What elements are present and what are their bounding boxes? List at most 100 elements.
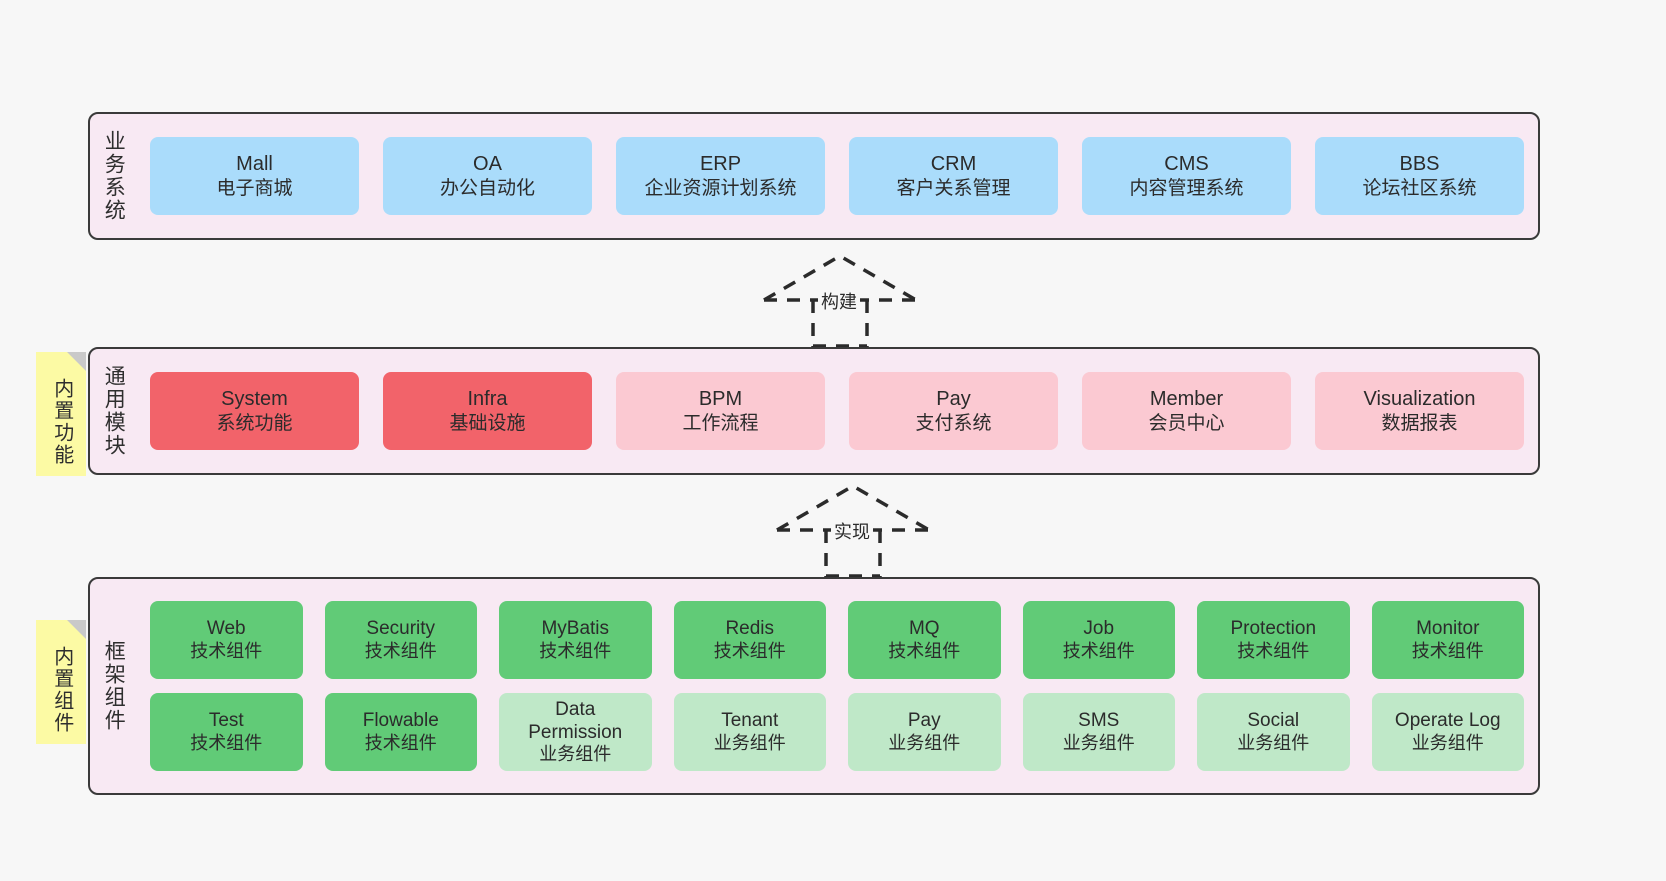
- layer-body-business: Mall 电子商城 OA 办公自动化 ERP 企业资源计划系统 CRM 客户关系…: [136, 114, 1538, 238]
- node-title: Security: [366, 618, 436, 640]
- node-operate-log[interactable]: Operate Log 业务组件: [1371, 693, 1524, 771]
- node-subtitle: 业务组件: [888, 732, 961, 753]
- node-title: CMS: [1164, 153, 1209, 176]
- node-visualization[interactable]: Visualization 数据报表: [1315, 372, 1524, 450]
- node-subtitle: 技术组件: [1237, 640, 1310, 661]
- node-mybatis[interactable]: MyBatis 技术组件: [499, 601, 652, 679]
- node-subtitle: 技术组件: [364, 640, 437, 661]
- framework-business-row: Test 技术组件 Flowable 技术组件 Data Permission …: [150, 693, 1524, 771]
- node-title: Tenant: [721, 710, 779, 732]
- node-title: CRM: [930, 153, 977, 176]
- node-crm[interactable]: CRM 客户关系管理: [849, 137, 1058, 215]
- node-subtitle: 论坛社区系统: [1362, 177, 1477, 199]
- node-subtitle: 支付系统: [915, 412, 992, 434]
- node-pay-module[interactable]: Pay 支付系统: [849, 372, 1058, 450]
- node-monitor[interactable]: Monitor 技术组件: [1371, 601, 1524, 679]
- node-subtitle: 技术组件: [190, 732, 263, 753]
- node-subtitle: 业务组件: [1411, 732, 1484, 753]
- node-infra[interactable]: Infra 基础设施: [383, 372, 592, 450]
- node-web[interactable]: Web 技术组件: [150, 601, 303, 679]
- node-social[interactable]: Social 业务组件: [1197, 693, 1350, 771]
- node-title: System: [221, 388, 288, 411]
- business-node-row: Mall 电子商城 OA 办公自动化 ERP 企业资源计划系统 CRM 客户关系…: [150, 137, 1524, 215]
- node-subtitle: 技术组件: [1411, 640, 1484, 661]
- connector-build: 构建: [750, 248, 930, 348]
- node-title: Visualization: [1363, 388, 1476, 411]
- node-oa[interactable]: OA 办公自动化: [383, 137, 592, 215]
- node-title: OA: [473, 153, 502, 176]
- node-bbs[interactable]: BBS 论坛社区系统: [1315, 137, 1524, 215]
- node-subtitle: 系统功能: [216, 412, 293, 434]
- node-title: Protection: [1230, 618, 1317, 640]
- node-subtitle: 业务组件: [539, 744, 612, 765]
- node-subtitle: 技术组件: [713, 640, 786, 661]
- node-title: SMS: [1078, 710, 1120, 732]
- node-security[interactable]: Security 技术组件: [324, 601, 477, 679]
- connector-build-label: 构建: [818, 288, 860, 314]
- layer-label-modules: 通用模块: [102, 365, 126, 457]
- node-title: Data Permission: [528, 698, 623, 744]
- node-subtitle: 电子商城: [216, 177, 293, 199]
- node-subtitle: 技术组件: [1062, 640, 1135, 661]
- node-title: Member: [1149, 388, 1224, 411]
- node-bpm[interactable]: BPM 工作流程: [616, 372, 825, 450]
- node-subtitle: 基础设施: [449, 412, 526, 434]
- node-subtitle: 技术组件: [190, 640, 263, 661]
- node-job[interactable]: Job 技术组件: [1022, 601, 1175, 679]
- node-subtitle: 工作流程: [682, 412, 759, 434]
- layer-body-framework: Web 技术组件 Security 技术组件 MyBatis 技术组件 Redi…: [136, 579, 1538, 793]
- node-subtitle: 会员中心: [1148, 412, 1225, 434]
- node-pay-component[interactable]: Pay 业务组件: [848, 693, 1001, 771]
- layer-common-modules: 通用模块 System 系统功能 Infra 基础设施 BPM 工作流程 Pay…: [88, 347, 1540, 475]
- node-title: Pay: [907, 710, 941, 732]
- node-system[interactable]: System 系统功能: [150, 372, 359, 450]
- layer-framework-components: 框架组件 Web 技术组件 Security 技术组件 MyBatis 技术组件…: [88, 577, 1540, 795]
- connector-implement: 实现: [763, 478, 943, 578]
- node-mq[interactable]: MQ 技术组件: [848, 601, 1001, 679]
- modules-node-row: System 系统功能 Infra 基础设施 BPM 工作流程 Pay 支付系统…: [150, 372, 1524, 450]
- node-subtitle: 业务组件: [713, 732, 786, 753]
- layer-label-framework: 框架组件: [102, 640, 126, 732]
- node-protection[interactable]: Protection 技术组件: [1197, 601, 1350, 679]
- node-data-permission[interactable]: Data Permission 业务组件: [499, 693, 652, 771]
- node-erp[interactable]: ERP 企业资源计划系统: [616, 137, 825, 215]
- node-title: BPM: [698, 388, 743, 411]
- layer-business-systems: 业务系统 Mall 电子商城 OA 办公自动化 ERP 企业资源计划系统 CRM…: [88, 112, 1540, 240]
- node-subtitle: 办公自动化: [439, 177, 535, 199]
- node-title: Test: [208, 710, 244, 732]
- node-subtitle: 内容管理系统: [1129, 177, 1244, 199]
- node-redis[interactable]: Redis 技术组件: [673, 601, 826, 679]
- sticky-note-builtin-components: 内置组件: [36, 620, 86, 744]
- node-title: Mall: [236, 153, 273, 176]
- node-title: Redis: [725, 618, 775, 640]
- node-subtitle: 业务组件: [1062, 732, 1135, 753]
- node-flowable[interactable]: Flowable 技术组件: [324, 693, 477, 771]
- node-subtitle: 业务组件: [1237, 732, 1310, 753]
- node-title: Monitor: [1416, 618, 1480, 640]
- layer-label-business: 业务系统: [102, 130, 126, 222]
- layer-body-modules: System 系统功能 Infra 基础设施 BPM 工作流程 Pay 支付系统…: [136, 349, 1538, 473]
- node-cms[interactable]: CMS 内容管理系统: [1082, 137, 1291, 215]
- node-subtitle: 技术组件: [539, 640, 612, 661]
- node-mall[interactable]: Mall 电子商城: [150, 137, 359, 215]
- node-member[interactable]: Member 会员中心: [1082, 372, 1291, 450]
- node-tenant[interactable]: Tenant 业务组件: [673, 693, 826, 771]
- node-sms[interactable]: SMS 业务组件: [1022, 693, 1175, 771]
- node-title: MQ: [908, 618, 940, 640]
- node-subtitle: 客户关系管理: [896, 177, 1011, 199]
- node-subtitle: 技术组件: [888, 640, 961, 661]
- node-title: Pay: [936, 388, 971, 411]
- node-title: BBS: [1399, 153, 1440, 176]
- node-subtitle: 数据报表: [1381, 412, 1458, 434]
- node-title: Web: [206, 618, 246, 640]
- framework-tech-row: Web 技术组件 Security 技术组件 MyBatis 技术组件 Redi…: [150, 601, 1524, 679]
- node-title: Flowable: [362, 710, 439, 732]
- node-test[interactable]: Test 技术组件: [150, 693, 303, 771]
- sticky-note-builtin-features: 内置功能: [36, 352, 86, 476]
- node-title: ERP: [699, 153, 742, 176]
- node-subtitle: 企业资源计划系统: [644, 177, 797, 199]
- node-title: Infra: [467, 388, 508, 411]
- node-subtitle: 技术组件: [364, 732, 437, 753]
- node-title: MyBatis: [541, 618, 610, 640]
